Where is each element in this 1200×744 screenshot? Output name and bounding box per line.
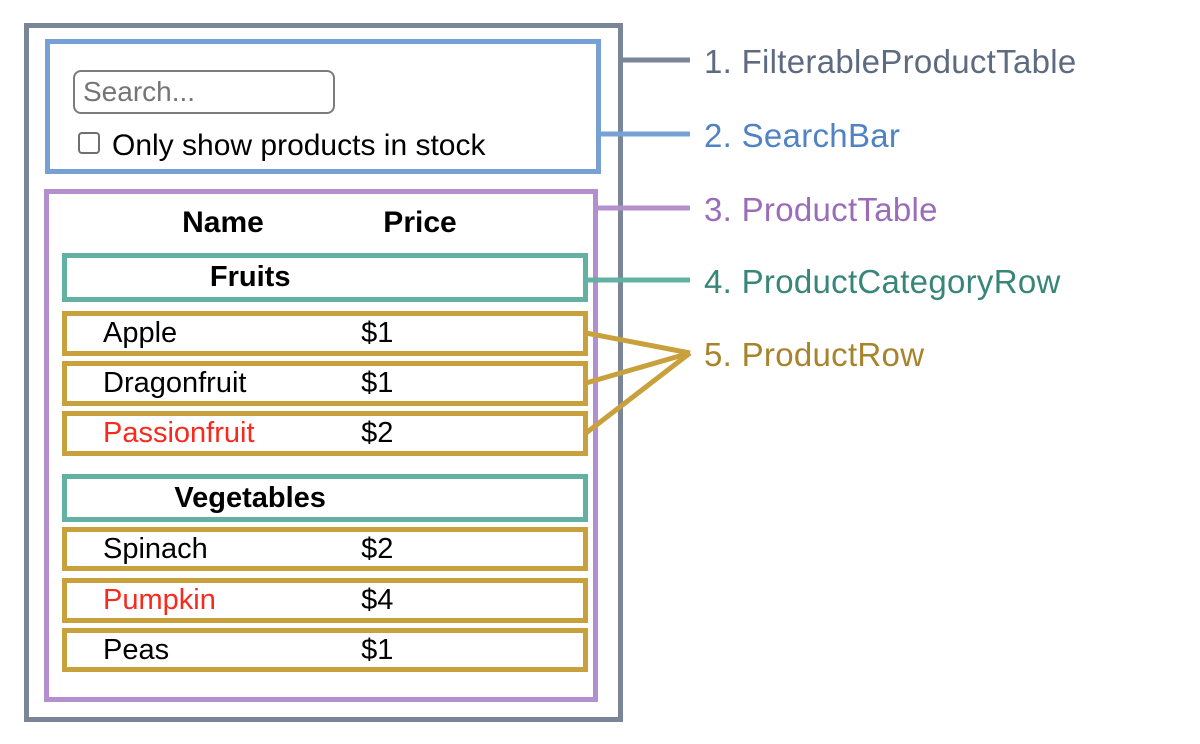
product-row-dragonfruit: Dragonfruit $1 xyxy=(62,361,588,406)
legend-label-search-bar: 2. SearchBar xyxy=(704,117,901,154)
category-row-vegetables: Vegetables xyxy=(62,474,588,522)
product-name: Apple xyxy=(103,317,178,349)
category-label: Vegetables xyxy=(174,481,326,514)
product-name-out-of-stock: Pumpkin xyxy=(103,584,216,616)
product-row-spinach: Spinach $2 xyxy=(62,527,588,571)
product-price: $4 xyxy=(361,584,394,616)
product-row-apple: Apple $1 xyxy=(62,311,588,356)
product-name: Dragonfruit xyxy=(103,367,247,399)
product-name: Peas xyxy=(103,633,170,666)
legend-label-product-table: 3. ProductTable xyxy=(704,191,938,228)
category-row-fruits: Fruits xyxy=(62,253,588,302)
product-row-pumpkin: Pumpkin $4 xyxy=(62,578,588,623)
in-stock-checkbox[interactable] xyxy=(78,132,100,154)
product-row-peas: Peas $1 xyxy=(62,628,588,672)
product-price: $1 xyxy=(361,633,394,666)
product-name-out-of-stock: Passionfruit xyxy=(103,417,255,449)
legend-label-product-category-row: 4. ProductCategoryRow xyxy=(704,263,1061,300)
table-header-row: Name Price xyxy=(62,206,588,240)
legend-label-filterable-product-table: 1. FilterableProductTable xyxy=(704,43,1077,80)
product-price: $2 xyxy=(361,532,394,565)
product-price: $1 xyxy=(361,367,394,399)
legend-label-product-row: 5. ProductRow xyxy=(704,336,925,373)
search-input[interactable] xyxy=(73,70,335,114)
in-stock-checkbox-label: Only show products in stock xyxy=(112,129,486,162)
category-label: Fruits xyxy=(209,261,291,293)
product-price: $1 xyxy=(361,317,394,349)
product-price: $2 xyxy=(361,417,394,449)
product-name: Spinach xyxy=(103,532,208,565)
column-header-price: Price xyxy=(383,206,457,239)
column-header-name: Name xyxy=(182,206,264,239)
product-row-passionfruit: Passionfruit $2 xyxy=(62,411,588,456)
